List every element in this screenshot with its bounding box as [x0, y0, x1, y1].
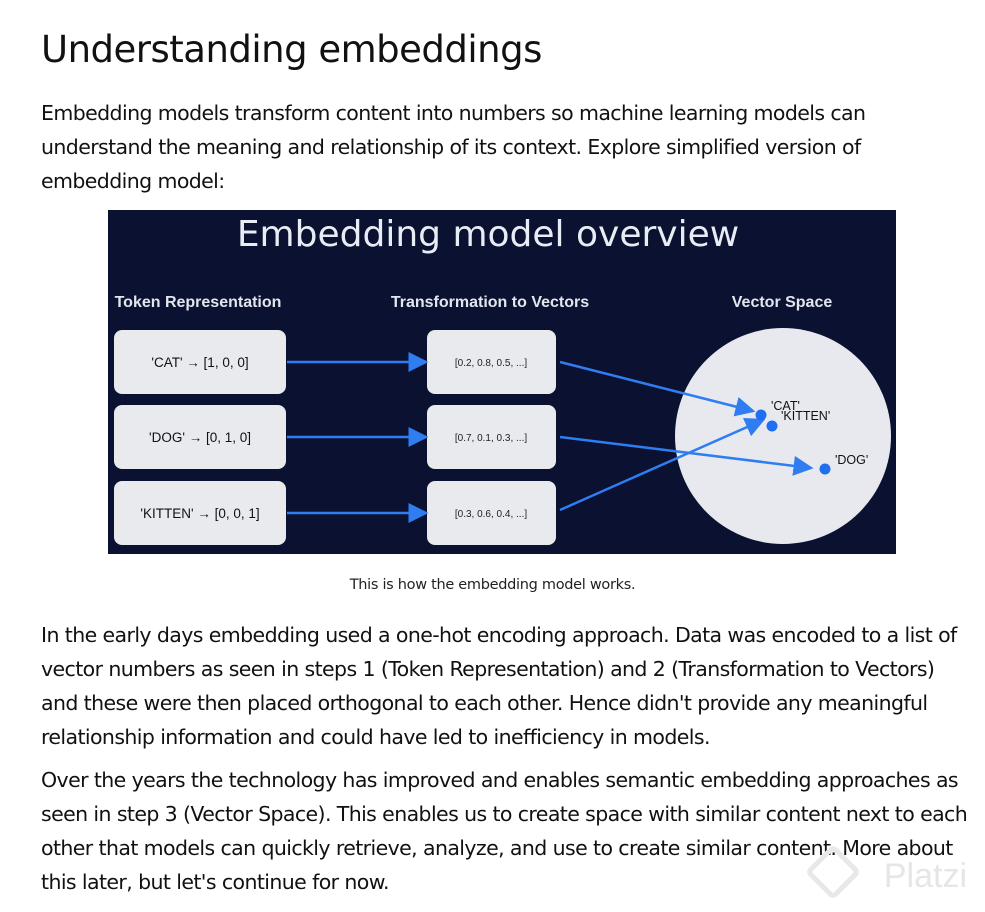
- vector-box: [427, 330, 556, 394]
- intro-paragraph: Embedding models transform content into …: [41, 101, 866, 193]
- point-dog: [819, 463, 831, 475]
- token-label: 'DOG' → [0, 1, 0]: [149, 430, 251, 445]
- column-header-vectors: Transformation to Vectors: [391, 294, 589, 311]
- token-box: [114, 481, 286, 545]
- arrow: [559, 417, 766, 512]
- vector-box: [427, 481, 556, 545]
- vector-label: [0.2, 0.8, 0.5, ...]: [455, 358, 527, 369]
- page-title: Understanding embeddings: [41, 28, 542, 71]
- embedding-diagram: Embedding model overview Token Represent…: [108, 210, 896, 554]
- watermark: Platzi: [883, 857, 967, 895]
- point-cat: [755, 409, 767, 421]
- arrow: [559, 435, 814, 476]
- token-label: 'KITTEN' → [0, 0, 1]: [140, 506, 259, 521]
- point-label-kitten: 'KITTEN': [781, 409, 830, 423]
- token-box: [114, 330, 286, 394]
- point-label-dog: 'DOG': [835, 453, 868, 467]
- diagram-title: Embedding model overview: [237, 214, 739, 255]
- vector-label: [0.3, 0.6, 0.4, ...]: [455, 509, 527, 520]
- column-header-token: Token Representation: [115, 294, 282, 311]
- paragraph-semantic: Over the years the technology has improv…: [41, 768, 968, 894]
- arrow: [559, 360, 756, 417]
- token-label: 'CAT' → [1, 0, 0]: [151, 355, 248, 370]
- point-label-cat: 'CAT': [771, 399, 800, 413]
- figure-caption: This is how the embedding model works.: [349, 577, 636, 593]
- vector-label: [0.7, 0.1, 0.3, ...]: [455, 433, 527, 444]
- point-kitten: [766, 420, 778, 432]
- vector-space-circle: [675, 328, 891, 544]
- vector-box: [427, 405, 556, 469]
- paragraph-one-hot: In the early days embedding used a one-h…: [41, 623, 957, 749]
- token-box: [114, 405, 286, 469]
- column-header-space: Vector Space: [732, 294, 833, 311]
